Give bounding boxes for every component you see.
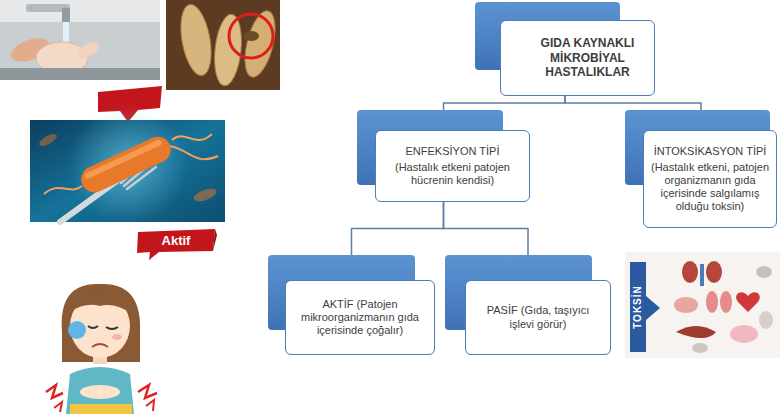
lung bbox=[720, 291, 732, 313]
process-box: PASİF (Gıda, taşıyıcı işlevi görür) bbox=[445, 255, 611, 355]
highlight-circle bbox=[229, 14, 273, 58]
pain-zigzag bbox=[46, 385, 63, 398]
box-face: AKTİF (Patojen mikroorganizmanın gıda iç… bbox=[285, 280, 435, 355]
organ bbox=[759, 311, 773, 329]
banner-fold bbox=[213, 229, 217, 251]
closed-eye bbox=[88, 326, 98, 328]
box-heading: GIDA KAYNAKLI MİKROBİYAL HASTALIKLAR bbox=[529, 36, 646, 79]
banner-text: Aktif bbox=[162, 233, 191, 249]
flagellum bbox=[170, 146, 218, 159]
sausage bbox=[211, 13, 244, 87]
sick-girl bbox=[46, 284, 157, 414]
blurred-bacterium bbox=[192, 186, 218, 204]
shirt bbox=[66, 367, 134, 414]
pain-zigzag bbox=[54, 402, 62, 412]
label-anchor: TOKSİN bbox=[632, 285, 644, 329]
spoiled-spot bbox=[243, 31, 259, 41]
brain bbox=[730, 325, 758, 343]
connector-line bbox=[444, 202, 529, 255]
blurred-bacterium bbox=[37, 132, 58, 149]
photo-ground bbox=[0, 0, 160, 80]
box-heading: ENFEKSİYON TİPİ bbox=[406, 145, 500, 158]
vessel bbox=[700, 264, 704, 286]
box-face: ENFEKSİYON TİPİ (Hastalık etkeni patojen … bbox=[375, 130, 530, 202]
stomach bbox=[674, 297, 698, 313]
hands bbox=[80, 385, 120, 399]
faucet-spout bbox=[62, 8, 70, 22]
bangs bbox=[70, 292, 132, 314]
process-box: GIDA KAYNAKLI MİKROBİYAL HASTALIKLAR bbox=[475, 2, 655, 96]
toxin-arrow bbox=[630, 262, 660, 352]
sausage bbox=[239, 8, 281, 80]
organ bbox=[756, 266, 772, 278]
closed-eye bbox=[106, 327, 118, 329]
box-body: (Hastalık etkeni, patojen organizmanın g… bbox=[649, 161, 771, 214]
process-box: AKTİF (Patojen mikroorganizmanın gıda iç… bbox=[268, 255, 435, 355]
box-face: GIDA KAYNAKLI MİKROBİYAL HASTALIKLAR bbox=[500, 20, 655, 96]
liver bbox=[676, 326, 716, 338]
wall-tiles bbox=[0, 0, 160, 22]
process-box: ENFEKSİYON TİPİ (Hastalık etkeni patojen … bbox=[357, 110, 530, 202]
pain-zigzag bbox=[146, 400, 154, 411]
banner-body bbox=[137, 229, 215, 260]
blush bbox=[112, 334, 122, 340]
frown bbox=[92, 344, 108, 347]
vertical-label: TOKSİN bbox=[632, 285, 644, 329]
box-body: (Hastalık etkeni patojen hücrenin kendis… bbox=[384, 161, 521, 187]
hair bbox=[62, 284, 140, 362]
kidney bbox=[706, 261, 722, 283]
glow bbox=[68, 105, 188, 225]
box-heading: İNTOKSİKASYON TİPİ bbox=[654, 145, 767, 158]
chicken-leg bbox=[75, 39, 102, 61]
box-face: İNTOKSİKASYON TİPİ (Hastalık etkeni, pato… bbox=[643, 130, 777, 228]
sausage-photo bbox=[166, 0, 281, 90]
flagellum bbox=[44, 186, 82, 194]
connector-line bbox=[565, 96, 701, 110]
belt bbox=[70, 404, 132, 414]
box-heading: AKTİF (Patojen mikroorganizmanın gıda iç… bbox=[294, 298, 426, 338]
connector-line bbox=[444, 96, 566, 110]
box-face: PASİF (Gıda, taşıyıcı işlevi görür) bbox=[465, 280, 611, 355]
organ bbox=[692, 343, 708, 353]
bacterium-body bbox=[77, 133, 175, 197]
washing-photo bbox=[0, 0, 160, 80]
image-ground bbox=[625, 252, 780, 358]
toxin-organs-image bbox=[625, 252, 780, 358]
connector-line bbox=[352, 202, 444, 255]
kidney bbox=[682, 261, 698, 283]
photo-ground bbox=[166, 0, 280, 90]
process-box: İNTOKSİKASYON TİPİ (Hastalık etkeni, pato… bbox=[625, 110, 777, 228]
heart bbox=[736, 292, 760, 312]
flagellum bbox=[172, 134, 212, 140]
sausage bbox=[176, 2, 216, 78]
box-heading: PASİF (Gıda, taşıyıcı işlevi görür) bbox=[474, 304, 602, 330]
banner-node: Aktif bbox=[135, 229, 217, 261]
lung bbox=[706, 291, 718, 313]
pain-zigzag bbox=[138, 385, 157, 398]
bacterium bbox=[77, 133, 175, 197]
bacteria-image bbox=[30, 105, 225, 225]
tissue bbox=[68, 321, 86, 339]
sink bbox=[0, 68, 160, 80]
bacterium-shine bbox=[84, 139, 163, 180]
